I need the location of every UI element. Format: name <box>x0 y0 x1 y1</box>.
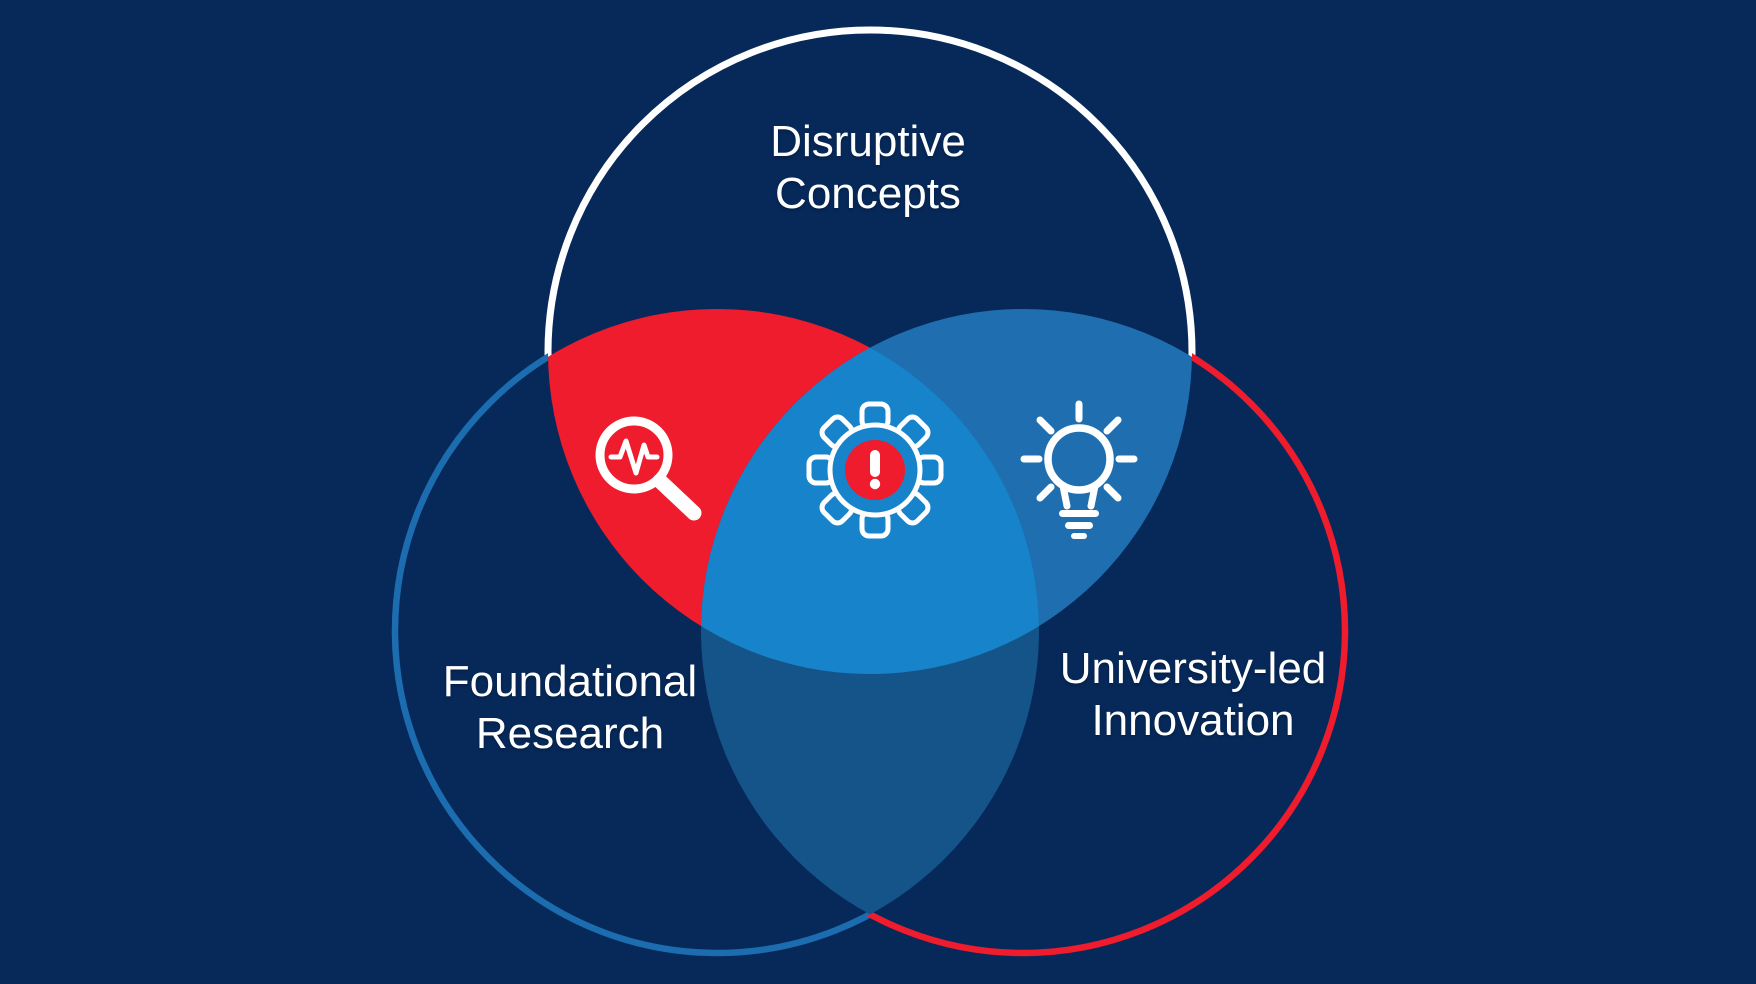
gear-alert-icon <box>806 401 944 539</box>
magnifier-handle <box>652 473 702 521</box>
circle-university-led-innovation <box>697 305 1349 957</box>
bulb-rays <box>1020 400 1138 502</box>
circle-disruptive-concepts <box>544 26 1196 678</box>
bulb-glass <box>1044 424 1114 494</box>
lightbulb-icon <box>1020 400 1138 539</box>
label-foundational-research: Foundational Research <box>442 657 698 758</box>
exclamation-mark <box>869 450 881 490</box>
pulse-line <box>608 438 660 476</box>
bulb-neck <box>1059 482 1099 510</box>
pulse-magnifier-icon <box>595 416 702 521</box>
label-university-led-innovation: University-led Innovation <box>1059 644 1327 745</box>
circle-foundational-research <box>391 305 1043 957</box>
magnifier-lens <box>595 416 673 494</box>
bulb-base <box>1059 510 1099 539</box>
label-disruptive-concepts: Disruptive Concepts <box>770 117 966 218</box>
